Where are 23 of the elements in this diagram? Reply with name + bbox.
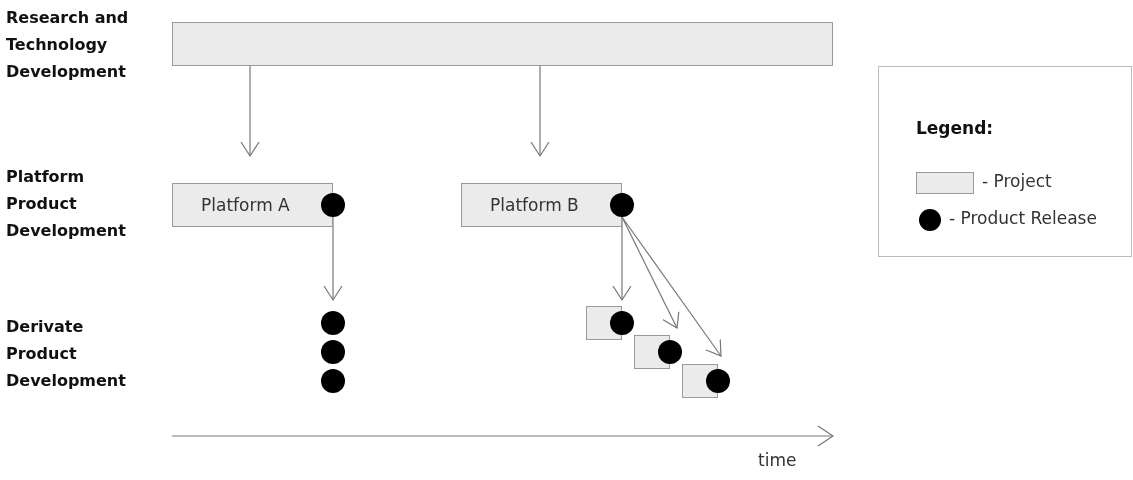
release-dot	[658, 340, 682, 364]
release-dot	[610, 193, 634, 217]
project-bar	[172, 22, 833, 66]
project-box	[172, 183, 333, 227]
project-name: Platform A	[201, 195, 290, 215]
row-label: Research and Technology Development	[6, 7, 130, 83]
release-dot	[706, 369, 730, 393]
arrow	[530, 65, 550, 157]
row-label: Derivate Product Development	[6, 316, 127, 392]
release-dot	[321, 311, 345, 335]
legend-text: - Project	[982, 171, 1052, 191]
legend-title: Legend:	[916, 118, 994, 138]
arrow	[240, 65, 260, 157]
release-dot	[321, 340, 345, 364]
release-dot	[321, 369, 345, 393]
release-dot	[321, 193, 345, 217]
project-name: Platform B	[490, 195, 579, 215]
arrow	[621, 216, 722, 357]
project-box	[461, 183, 622, 227]
axis-label: time	[758, 450, 797, 470]
legend-text: - Product Release	[949, 208, 1097, 228]
release-dot	[610, 311, 634, 335]
row-label: Platform Product Development	[6, 166, 127, 242]
